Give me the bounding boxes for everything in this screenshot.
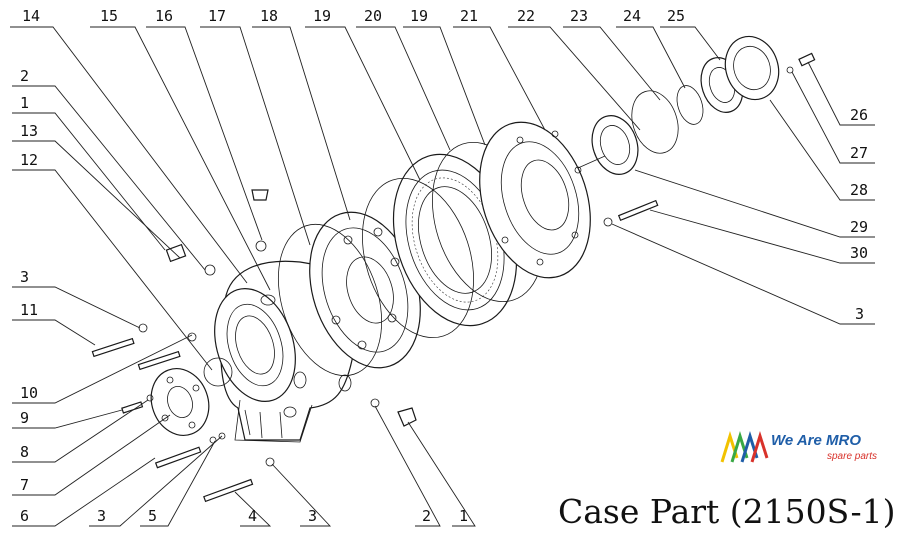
o-ring-17 bbox=[277, 223, 383, 377]
bolt-6 bbox=[154, 446, 202, 469]
bolt-26 bbox=[798, 52, 816, 67]
brand-mark-icon bbox=[720, 430, 769, 463]
callout-16: 16 bbox=[155, 7, 173, 25]
diagram-title: Case Part (2150S-1) bbox=[558, 492, 896, 531]
callouts-top: 14 15 16 17 18 19 20 19 21 22 23 24 25 bbox=[22, 7, 685, 25]
callout-23: 23 bbox=[570, 7, 588, 25]
washer-5 bbox=[209, 436, 217, 444]
hub-21 bbox=[479, 121, 591, 279]
callouts-bottom: 3 5 4 3 2 1 bbox=[97, 507, 468, 525]
callout-6: 6 bbox=[20, 507, 29, 525]
callout-1-bottom: 1 bbox=[459, 507, 468, 525]
washer-3-11 bbox=[138, 323, 148, 333]
brand-tagline: spare parts bbox=[827, 451, 877, 462]
plug-16 bbox=[251, 189, 269, 201]
brand-name: We Are MRO bbox=[771, 432, 861, 449]
washer-12 bbox=[187, 332, 197, 342]
callout-28: 28 bbox=[850, 181, 868, 199]
callout-29: 29 bbox=[850, 218, 868, 236]
o-ring-15 bbox=[255, 240, 267, 252]
callout-1-left: 1 bbox=[20, 94, 29, 112]
seal-22 bbox=[591, 115, 639, 175]
callout-25: 25 bbox=[667, 7, 685, 25]
callout-2-bottom: 2 bbox=[422, 507, 431, 525]
bolt-9 bbox=[121, 401, 144, 414]
brand-logo: We Are MRO spare parts bbox=[720, 430, 877, 463]
callout-14: 14 bbox=[22, 7, 40, 25]
o-ring-19a bbox=[362, 177, 474, 339]
callout-13: 13 bbox=[20, 122, 38, 140]
callout-21: 21 bbox=[460, 7, 478, 25]
plug-1-bottom bbox=[397, 407, 417, 427]
callout-15: 15 bbox=[100, 7, 118, 25]
callout-10: 10 bbox=[20, 384, 38, 402]
callout-5: 5 bbox=[148, 507, 157, 525]
o-ring-2-bottom bbox=[370, 398, 380, 408]
callout-26: 26 bbox=[850, 106, 868, 124]
bolt-11 bbox=[91, 337, 135, 358]
callout-12: 12 bbox=[20, 151, 38, 169]
callout-22: 22 bbox=[517, 7, 535, 25]
washer-8 bbox=[146, 394, 154, 402]
shaft-22 bbox=[577, 155, 606, 169]
callout-2-left: 2 bbox=[20, 67, 29, 85]
callout-3-left: 3 bbox=[20, 268, 29, 286]
leader-lines bbox=[10, 26, 875, 527]
callout-9: 9 bbox=[20, 409, 29, 427]
o-ring-12 bbox=[203, 357, 233, 387]
washer-3-bottom bbox=[218, 432, 226, 440]
washer-3-4 bbox=[265, 457, 275, 467]
callout-20: 20 bbox=[364, 7, 382, 25]
callout-3-right: 3 bbox=[855, 305, 864, 323]
o-ring-2-left bbox=[204, 264, 216, 276]
callout-8: 8 bbox=[20, 443, 29, 461]
plug-13 bbox=[165, 243, 187, 263]
callout-18: 18 bbox=[260, 7, 278, 25]
bolt-30 bbox=[617, 199, 659, 222]
callout-7: 7 bbox=[20, 476, 29, 494]
callouts-right: 26 27 28 29 30 3 bbox=[850, 106, 868, 323]
snap-ring-23 bbox=[631, 90, 679, 154]
bolt-4 bbox=[203, 478, 254, 503]
callout-4: 4 bbox=[248, 507, 257, 525]
callout-19b: 19 bbox=[410, 7, 428, 25]
washer-27 bbox=[786, 66, 794, 74]
cap-28 bbox=[724, 35, 780, 101]
callouts-left: 2 1 13 12 3 11 10 9 8 7 6 bbox=[20, 67, 38, 525]
callout-11: 11 bbox=[20, 301, 38, 319]
callout-19a: 19 bbox=[313, 7, 331, 25]
callout-24: 24 bbox=[623, 7, 641, 25]
bolt-10 bbox=[137, 350, 181, 371]
callout-27: 27 bbox=[850, 144, 868, 162]
callout-17: 17 bbox=[208, 7, 226, 25]
callout-3-bottom-b: 3 bbox=[308, 507, 317, 525]
parts-drawing bbox=[91, 35, 816, 503]
callout-30: 30 bbox=[850, 244, 868, 262]
flange-plate bbox=[150, 368, 210, 436]
washer-3-right bbox=[603, 217, 613, 227]
callout-3-bottom-a: 3 bbox=[97, 507, 106, 525]
